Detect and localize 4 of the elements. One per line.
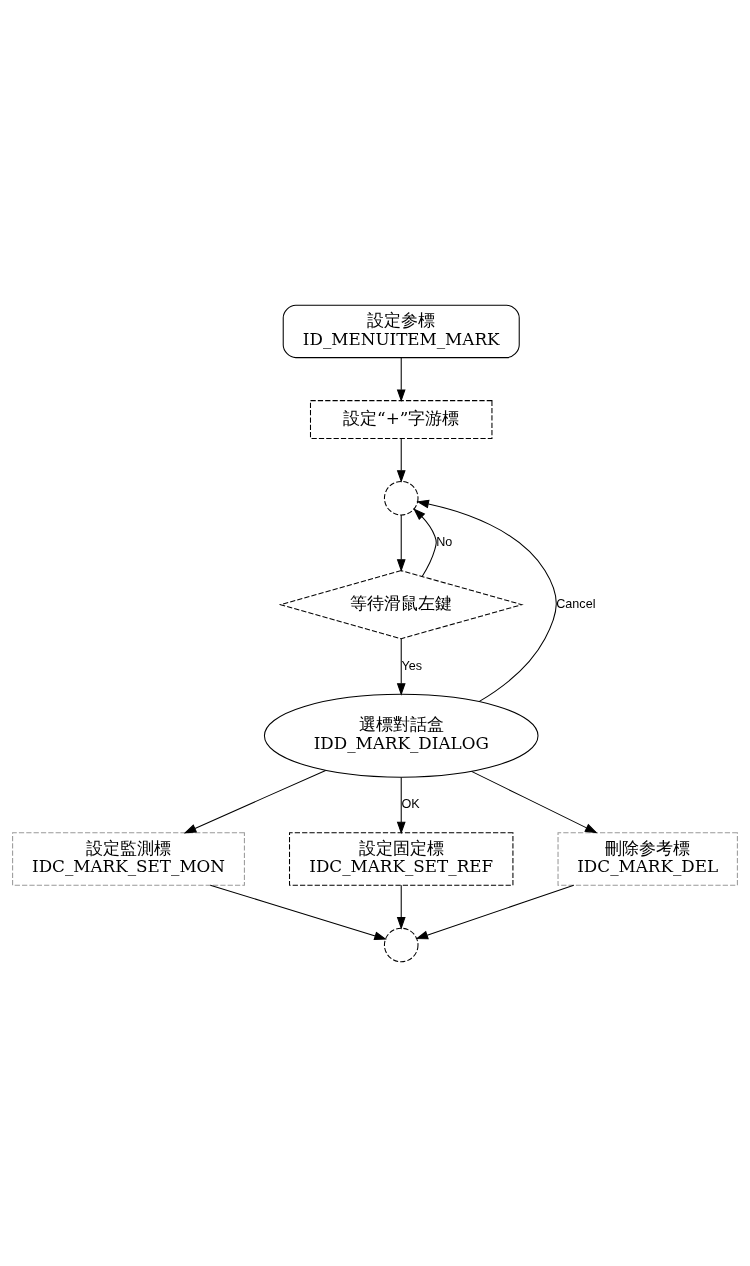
edge-label: OK (401, 796, 420, 811)
edge-label: Yes (401, 658, 422, 673)
edge-label: Cancel (556, 596, 596, 611)
edge-label: No (436, 534, 453, 549)
